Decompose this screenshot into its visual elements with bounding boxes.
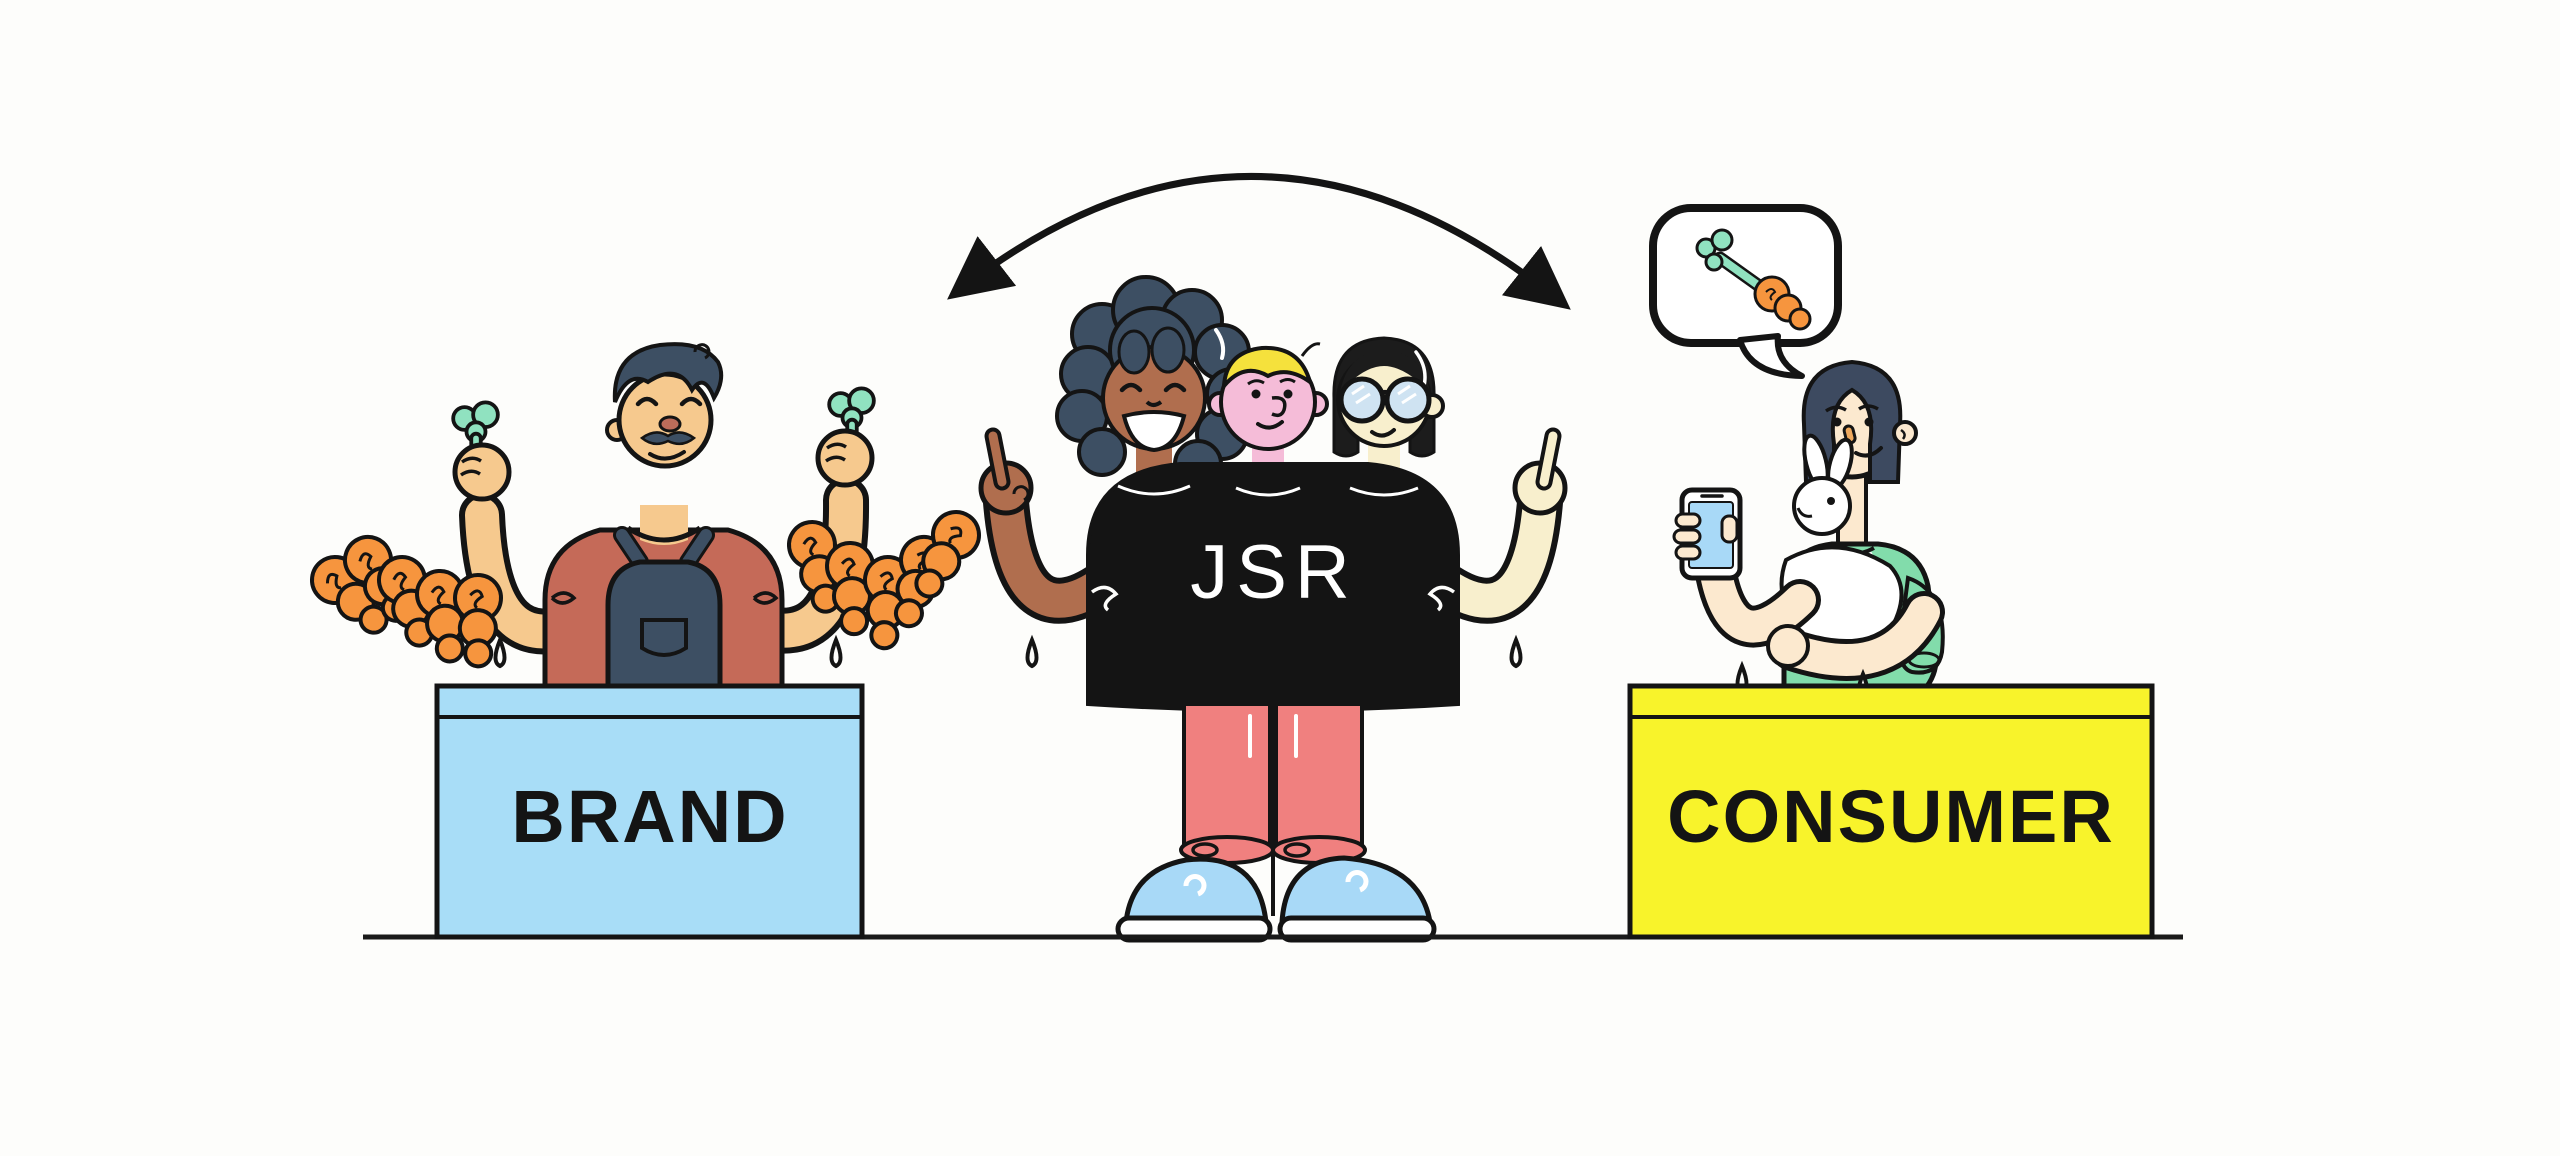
smirk xyxy=(1256,420,1284,430)
brand-label: BRAND xyxy=(511,775,788,858)
bob-fringe xyxy=(1340,350,1430,392)
sleeve-drip xyxy=(493,638,507,668)
eyebrows xyxy=(1824,404,1879,413)
smile xyxy=(1854,446,1883,458)
brand-counter: BRAND xyxy=(434,683,865,940)
shoe-squiggles xyxy=(1183,870,1369,897)
nose xyxy=(1271,396,1287,418)
nose xyxy=(1145,400,1163,407)
eye xyxy=(1251,389,1261,399)
smile xyxy=(1370,428,1396,438)
eyebrows xyxy=(1247,378,1296,386)
cowlick xyxy=(1300,342,1321,357)
collar-lines xyxy=(1117,484,1419,497)
rabbit xyxy=(1779,433,1904,646)
consumer-counter: CONSUMER xyxy=(1627,683,2155,940)
sleeve-drip xyxy=(829,638,843,668)
happy-eyes xyxy=(1119,382,1187,393)
rabbit-eye xyxy=(1827,497,1835,505)
pants-left-leg xyxy=(1182,702,1272,848)
apron-straps xyxy=(616,529,712,568)
farmer-mustache xyxy=(639,431,697,446)
eye xyxy=(1832,417,1842,427)
pants-right-leg xyxy=(1274,702,1364,848)
rabbit-head xyxy=(1792,476,1852,536)
gripping-fingers xyxy=(1672,512,1739,561)
big-smile xyxy=(1121,410,1187,453)
carrot-icon xyxy=(1695,228,1812,331)
consumer-woman xyxy=(1672,359,1945,702)
pants-seams xyxy=(1248,714,1298,758)
apron-pocket xyxy=(640,618,688,657)
consumer-label: CONSUMER xyxy=(1667,775,2115,858)
pointing-finger-left xyxy=(988,431,1007,487)
sleeve-drip xyxy=(1509,638,1523,668)
sleeve-drip xyxy=(1025,638,1039,668)
brand-farmer xyxy=(300,342,991,691)
sleeve-squiggle xyxy=(550,591,779,605)
farmer-hair xyxy=(612,342,724,403)
blonde-hair xyxy=(1221,345,1314,392)
sneaker-right xyxy=(1279,855,1433,925)
glasses-bridge xyxy=(1379,390,1391,396)
farmer-nose xyxy=(658,415,682,433)
jsr-shirt-label: JSR xyxy=(1190,530,1358,615)
eye xyxy=(1864,417,1874,427)
bubble-tail xyxy=(1737,333,1805,379)
farmer-neck xyxy=(640,505,688,545)
speech-bubble xyxy=(1649,204,1842,379)
pointing-finger-right xyxy=(1539,431,1558,487)
woman-hand xyxy=(1766,624,1810,668)
sneaker-left xyxy=(1123,856,1269,925)
exchange-arrow-icon xyxy=(947,172,1571,310)
person-glasses xyxy=(1332,336,1445,470)
farmer-happy-eyes xyxy=(635,396,703,407)
jsr-team: JSR xyxy=(978,275,1568,943)
farmer-smile xyxy=(648,450,686,461)
rabbit-cheek xyxy=(1796,507,1813,518)
eye xyxy=(1283,389,1293,399)
cuff-squiggles xyxy=(1090,585,1456,612)
